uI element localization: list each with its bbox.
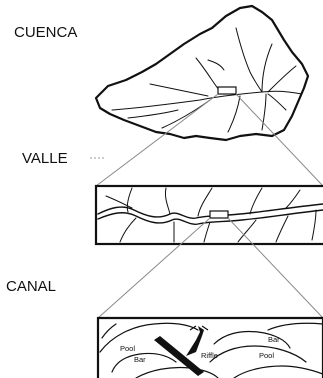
valley-map [96,186,323,244]
label-canal: CANAL [6,278,56,295]
valley-zoom-box [210,211,228,218]
connector-left-upper [96,94,218,186]
watershed-zoom-box [218,87,236,94]
label-bar-right: Bar [268,335,280,344]
label-riffle: Riffle [201,351,218,360]
label-bar-left: Bar [134,355,146,364]
connector-right-upper [236,94,323,186]
watershed-map [96,6,308,140]
label-pool-left: Pool [120,344,135,353]
label-valle: VALLE [22,150,68,167]
channel-map: Pool Bar Riffle Bar Pool [98,318,323,378]
watershed-streams [112,28,302,132]
label-pool-right: Pool [259,351,274,360]
label-cuenca: CUENCA [14,24,77,41]
watershed-outline [96,6,308,140]
